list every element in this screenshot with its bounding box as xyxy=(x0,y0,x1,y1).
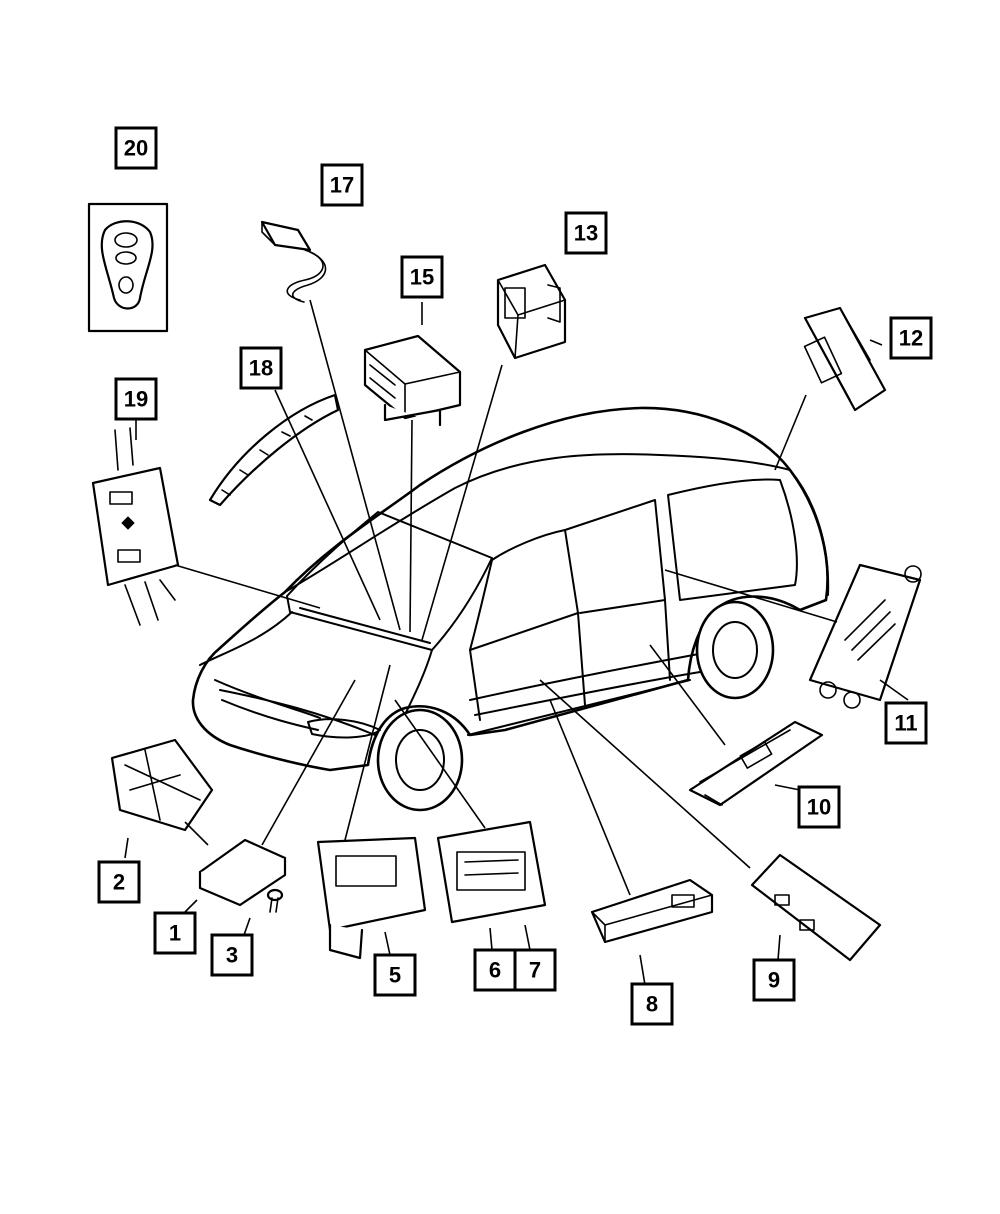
minivan-illustration xyxy=(191,406,830,812)
part-1-module xyxy=(198,838,287,907)
callout-1-label: 1 xyxy=(169,921,181,946)
callout-2-label: 2 xyxy=(113,870,125,895)
part-6-7-module xyxy=(436,820,547,924)
part-17-sensor xyxy=(260,220,327,303)
part-20-key-fob xyxy=(87,202,169,333)
callout-19[interactable]: 19 xyxy=(114,377,158,421)
callout-10[interactable]: 10 xyxy=(797,785,841,829)
callout-1[interactable]: 1 xyxy=(153,911,197,955)
callout-8-label: 8 xyxy=(646,992,658,1017)
callout-20[interactable]: 20 xyxy=(114,126,158,170)
part-12-module xyxy=(803,306,887,412)
callout-15-label: 15 xyxy=(410,265,434,290)
callout-11[interactable]: 11 xyxy=(884,701,928,745)
part-15-module xyxy=(363,334,462,427)
callout-10-label: 10 xyxy=(807,795,831,820)
callout-19-label: 19 xyxy=(124,387,148,412)
callout-17-label: 17 xyxy=(330,173,354,198)
part-9-module xyxy=(750,853,882,962)
part-2-latch xyxy=(110,738,214,832)
callout-7[interactable]: 7 xyxy=(513,948,557,992)
callout-8[interactable]: 8 xyxy=(630,982,674,1026)
callout-7-label: 7 xyxy=(529,958,541,983)
callout-9-label: 9 xyxy=(768,968,780,993)
part-18-trim xyxy=(208,393,340,507)
callout-2[interactable]: 2 xyxy=(97,860,141,904)
part-5-module xyxy=(316,836,427,960)
callout-6-label: 6 xyxy=(489,958,501,983)
callout-5[interactable]: 5 xyxy=(373,953,417,997)
leader-lines xyxy=(124,299,909,986)
callout-3-label: 3 xyxy=(226,943,238,968)
part-8-module xyxy=(590,878,714,944)
callout-12-label: 12 xyxy=(899,326,923,351)
callout-18-label: 18 xyxy=(249,356,273,381)
part-10-module xyxy=(688,720,824,807)
part-13-module xyxy=(496,263,567,360)
callout-15[interactable]: 15 xyxy=(400,255,444,299)
callout-17[interactable]: 17 xyxy=(320,163,364,207)
callout-6[interactable]: 6 xyxy=(473,948,517,992)
callout-18[interactable]: 18 xyxy=(239,346,283,390)
part-3-bolt xyxy=(266,888,284,913)
callout-20-label: 20 xyxy=(124,136,148,161)
callout-11-label: 11 xyxy=(894,711,917,736)
part-11-module xyxy=(808,563,922,709)
callout-9[interactable]: 9 xyxy=(752,958,796,1002)
callout-13[interactable]: 13 xyxy=(564,211,608,255)
callout-13-label: 13 xyxy=(574,221,598,246)
callout-5-label: 5 xyxy=(389,963,401,988)
callout-12[interactable]: 12 xyxy=(889,316,933,360)
part-19-switch xyxy=(91,427,180,626)
callout-3[interactable]: 3 xyxy=(210,933,254,977)
